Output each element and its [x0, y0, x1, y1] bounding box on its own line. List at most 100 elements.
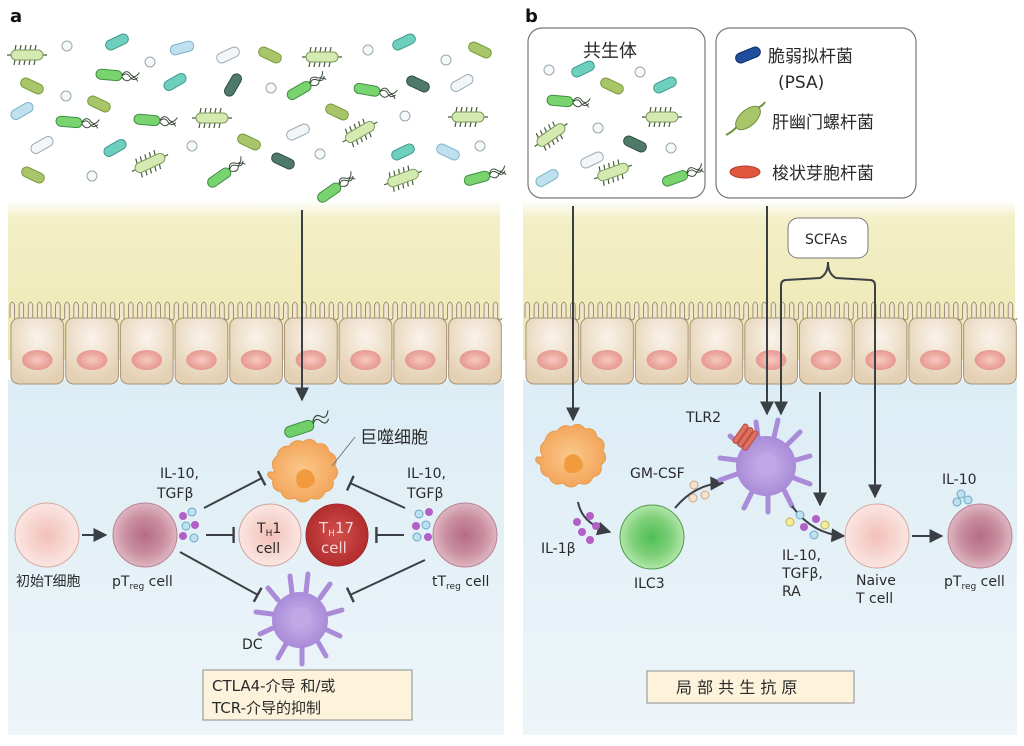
- nucleus: [919, 350, 951, 370]
- rod-bacterium-icon: [216, 46, 240, 64]
- legend-label-h-hepaticus: 肝幽门螺杆菌: [772, 113, 874, 133]
- nucleus: [131, 350, 163, 370]
- suppression-caption-box: [202, 669, 413, 721]
- fimbriated-bacterium-icon: [642, 106, 682, 128]
- th1-label: TH1: [256, 521, 281, 539]
- cytokine-label-left-1: IL-10,: [160, 466, 199, 482]
- coccus-icon: [440, 54, 452, 66]
- coccus-icon: [314, 148, 326, 160]
- rod-bacterium-icon: [325, 103, 349, 121]
- inhibition-lines-a: [179, 470, 426, 603]
- nucleus: [591, 350, 623, 370]
- nucleus: [240, 350, 272, 370]
- rod-bacterium-icon: [169, 40, 195, 56]
- coccus-icon: [543, 64, 555, 76]
- epithelial-cell: [798, 301, 854, 385]
- rod-bacterium-icon: [20, 77, 44, 95]
- coccus-icon: [86, 170, 98, 182]
- ptreg-label-b: pTreg cell: [944, 574, 1005, 592]
- il1b-dots: [573, 512, 600, 544]
- nucleus: [646, 350, 678, 370]
- il1b-label: IL-1β: [541, 541, 576, 557]
- il1b-arrow: [577, 501, 612, 536]
- epithelial-cell: [524, 301, 581, 385]
- cytokine-label-right-2: TGFβ: [406, 486, 443, 502]
- panel-b-label: b: [525, 6, 538, 27]
- rod-bacterium-icon: [535, 169, 559, 187]
- rod-bacterium-icon: [87, 95, 111, 113]
- th1-cell-text: cell: [256, 541, 280, 557]
- scfas-label: SCFAs: [805, 232, 847, 248]
- ilc3-label: ILC3: [634, 576, 665, 592]
- coccus-icon: [399, 110, 411, 122]
- coccus-icon: [61, 40, 73, 52]
- ttreg-cell-a: [432, 502, 498, 568]
- nucleus: [295, 350, 327, 370]
- legend-item-h-hepaticus: 肝幽门螺杆菌: [725, 101, 874, 136]
- naive-t-label-b-2: T cell: [855, 591, 893, 607]
- rod-bacterium-icon: [224, 73, 242, 97]
- fimbriated-bacterium-icon: [131, 149, 169, 178]
- dendritic-cell-b: [717, 417, 813, 515]
- cytokine-label-left-2: TGFβ: [156, 486, 193, 502]
- suppression-caption-line-2: TCR-介导的抑制: [211, 699, 321, 717]
- bacteroides-fragilis-icon: [735, 46, 761, 64]
- rod-bacterium-icon: [392, 33, 416, 51]
- nucleus: [974, 350, 1006, 370]
- clostridium-icon: [729, 165, 761, 179]
- epithelial-cell: [688, 301, 745, 385]
- epithelial-cell: [962, 301, 1018, 385]
- rod-bacterium-icon: [237, 133, 261, 151]
- naive-t-cell-b: [844, 503, 910, 569]
- coccus-icon: [592, 122, 604, 134]
- legend-label-psa: (PSA): [778, 73, 824, 93]
- cytokine-dots-left: [179, 507, 199, 543]
- nucleus: [186, 350, 217, 370]
- fimbriated-bacterium-icon: [192, 107, 232, 129]
- flagellated-bacterium-icon: [662, 163, 705, 187]
- epithelial-cell: [579, 301, 635, 385]
- epithelial-cell: [907, 301, 963, 385]
- rod-bacterium-icon: [600, 77, 624, 95]
- legend-label-b-fragilis: 脆弱拟杆菌: [768, 47, 853, 67]
- dc-label-a: DC: [242, 637, 263, 653]
- coccus-icon: [474, 140, 486, 152]
- rod-bacterium-icon: [571, 60, 595, 78]
- suppression-caption-line-1: CTLA4-介导 和/或: [212, 677, 335, 695]
- epithelial-cell: [283, 301, 339, 385]
- ttreg-label-a: tTreg cell: [432, 574, 489, 592]
- dc-cytokine-dots: [785, 510, 830, 540]
- epithelial-cell: [64, 301, 120, 385]
- epithelium-a: [9, 301, 503, 385]
- commensal-bacteria: [534, 60, 705, 187]
- rod-bacterium-icon: [103, 139, 127, 157]
- nucleus: [810, 350, 842, 370]
- flagellated-bacterium-icon: [95, 68, 140, 82]
- rod-bacterium-icon: [271, 152, 295, 170]
- epithelial-cell: [392, 301, 448, 385]
- coccus-icon: [362, 44, 374, 56]
- tlr2-label: TLR2: [685, 410, 721, 426]
- macrophage-cell-b: [535, 423, 607, 488]
- rod-bacterium-icon: [21, 166, 45, 184]
- naive-t-label-a: 初始T细胞: [16, 573, 81, 590]
- rod-bacterium-icon: [450, 74, 474, 92]
- rod-bacterium-icon: [653, 76, 677, 94]
- th17-label: TH17: [318, 519, 354, 539]
- microbiota-cloud-a: [7, 33, 507, 203]
- naive-t-cell-a: [14, 502, 80, 568]
- commensal-box-title: 共生体: [583, 41, 637, 62]
- coccus-icon: [665, 142, 677, 154]
- nucleus: [755, 350, 787, 370]
- nucleus: [404, 350, 436, 370]
- ptreg-cell-a: [112, 502, 178, 568]
- fimbriated-bacterium-icon: [448, 106, 488, 128]
- cytokine-dots-right: [412, 508, 433, 542]
- nucleus: [350, 350, 381, 370]
- flagellated-bacterium-icon: [463, 165, 507, 186]
- gmcsf-label: GM-CSF: [630, 466, 685, 482]
- fimbriated-bacterium-icon: [302, 46, 342, 68]
- epithelial-cell: [743, 301, 799, 385]
- legend-box: [715, 27, 917, 199]
